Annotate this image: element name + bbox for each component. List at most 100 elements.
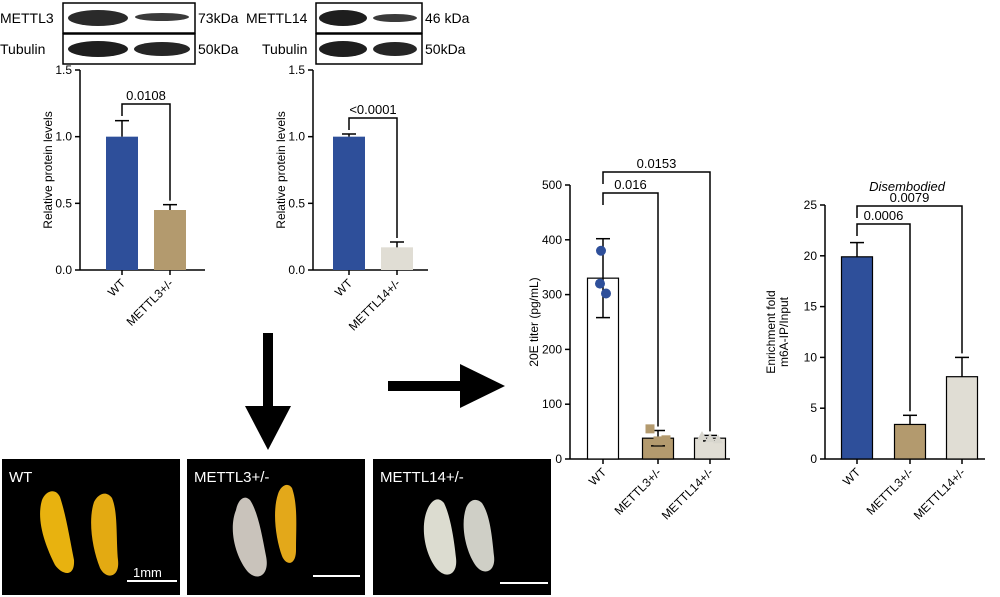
bar — [381, 247, 413, 270]
y-tick-label: 20 — [804, 249, 818, 263]
blot-control-label: Tubulin — [262, 41, 307, 57]
y-tick-label: 200 — [542, 342, 562, 356]
bar — [945, 376, 979, 460]
p-value-label: 0.016 — [614, 177, 647, 192]
y-tick-label: 1.0 — [288, 130, 305, 144]
y-tick-label: 1.5 — [55, 63, 72, 77]
y-tick-label: 25 — [804, 198, 818, 212]
photo-specimen — [40, 491, 75, 574]
photo-label: WT — [9, 469, 32, 486]
p-value-label: 0.0153 — [637, 156, 677, 171]
y-tick-label: 5 — [810, 401, 817, 415]
photo-panel-wt: WT 1mm — [2, 459, 180, 595]
p-value-label: <0.0001 — [349, 102, 396, 117]
y-tick-label: 0.0 — [55, 263, 72, 277]
y-tick-label: 0 — [555, 452, 562, 466]
blot-panel-mettl14: METTL14 46 kDa Tubulin 50kDa — [246, 2, 470, 65]
scale-bar — [127, 580, 177, 582]
photo-panel-mettl3: METTL3+/- — [187, 459, 365, 595]
p-value-label: 0.0006 — [864, 208, 904, 223]
x-tick-label: METTL14+/- — [346, 276, 403, 333]
y-axis-label: Relative protein levels — [274, 111, 288, 228]
blot-protein-label: METTL14 — [246, 10, 308, 26]
y-tick-label: 400 — [542, 233, 562, 247]
x-tick-label: METTL3+/- — [612, 465, 665, 518]
blot-band-mutant — [373, 14, 417, 22]
scale-bar — [313, 575, 360, 577]
photo-specimen — [91, 493, 119, 576]
chart-title: Disembodied — [869, 179, 946, 194]
p-value-label: 0.0108 — [126, 88, 166, 103]
blot-band-tubulin-wt — [319, 41, 367, 57]
photo-specimen — [423, 499, 457, 575]
data-point — [705, 433, 715, 443]
blot-band-wt — [319, 10, 367, 26]
data-point — [601, 288, 611, 299]
photo-specimen — [232, 497, 267, 577]
y-tick-label: 0.5 — [55, 196, 72, 210]
x-tick-label: METTL14+/- — [659, 465, 716, 522]
x-tick-label: METTL3+/- — [864, 465, 917, 518]
scale-bar — [500, 582, 548, 584]
bar — [333, 136, 365, 270]
x-tick-label: WT — [105, 276, 129, 300]
y-tick-label: 15 — [804, 300, 818, 314]
blot-size-label: 50kDa — [425, 41, 466, 57]
scale-bar-label: 1mm — [133, 565, 162, 580]
data-point — [595, 278, 605, 289]
blot-panel-mettl3: METTL3 73kDa Tubulin 50kDa — [0, 2, 239, 65]
y-tick-label: 10 — [804, 350, 818, 364]
significance-bracket — [856, 205, 963, 354]
blot-size-label: 46 kDa — [425, 10, 470, 26]
blot-protein-label: METTL3 — [0, 10, 54, 26]
bar — [840, 256, 874, 460]
blot-band-tubulin-wt — [68, 41, 128, 57]
y-tick-label: 0.5 — [288, 196, 305, 210]
data-point — [596, 245, 606, 256]
x-tick-label: WT — [586, 465, 610, 489]
y-axis-label: Enrichment fold — [764, 290, 778, 373]
right-arrow — [388, 364, 505, 408]
significance-bracket — [602, 171, 711, 432]
data-point — [645, 424, 655, 434]
blot-size-label: 73kDa — [198, 10, 239, 26]
data-point — [653, 436, 663, 446]
photo-panel-mettl14: METTL14+/- — [373, 459, 551, 595]
p-value-label: 0.0079 — [890, 190, 930, 205]
data-point — [661, 435, 671, 445]
y-axis-label: Relative protein levels — [41, 111, 55, 228]
y-axis-label: 20E titer (pg/mL) — [527, 277, 541, 366]
y-axis-label: m6A-IP/Input — [777, 296, 791, 367]
blot-band-tubulin-mutant — [134, 42, 190, 56]
blot-control-label: Tubulin — [0, 41, 45, 57]
photo-label: METTL14+/- — [380, 469, 464, 486]
significance-bracket — [348, 117, 398, 238]
x-tick-label: WT — [840, 465, 864, 489]
x-tick-label: METTL3+/- — [124, 276, 177, 329]
significance-bracket — [602, 192, 659, 427]
y-tick-label: 500 — [542, 178, 562, 192]
y-tick-label: 1.0 — [55, 130, 72, 144]
blot-band-mutant — [135, 13, 189, 21]
y-tick-label: 300 — [542, 288, 562, 302]
x-tick-label: WT — [332, 276, 356, 300]
blot-size-label: 50kDa — [198, 41, 239, 57]
y-tick-label: 0 — [810, 452, 817, 466]
data-point — [713, 434, 723, 444]
blot-band-tubulin-mutant — [373, 42, 417, 56]
y-tick-label: 1.5 — [288, 63, 305, 77]
blot-band-wt — [68, 10, 128, 26]
data-point — [697, 430, 707, 440]
bar — [893, 423, 927, 460]
y-tick-label: 0.0 — [288, 263, 305, 277]
significance-bracket — [856, 223, 911, 412]
bar — [154, 210, 186, 270]
significance-bracket — [121, 103, 171, 201]
photo-label: METTL3+/- — [194, 469, 269, 486]
y-tick-label: 100 — [542, 397, 562, 411]
